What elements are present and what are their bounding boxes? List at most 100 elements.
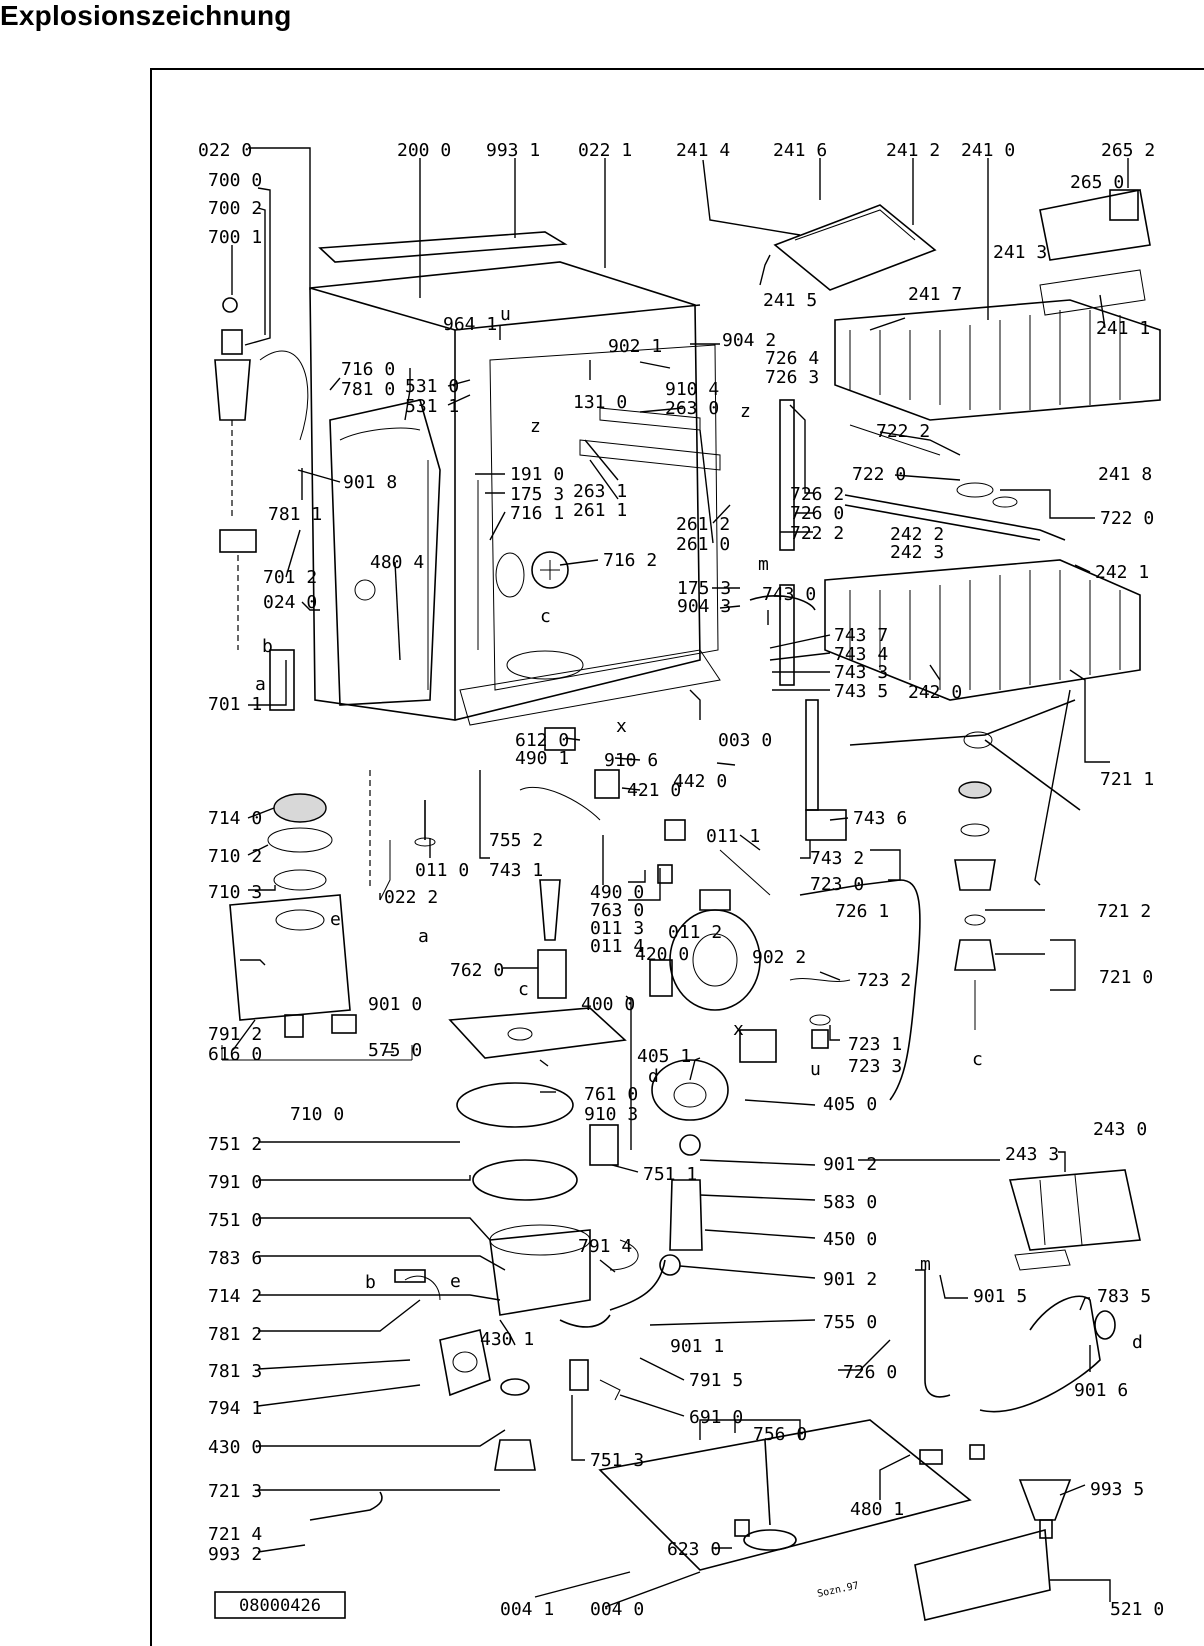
part-label-964-1: 964 1 bbox=[443, 314, 497, 335]
part-label-721-2: 721 2 bbox=[1097, 901, 1151, 922]
connector-letter-m: m bbox=[758, 554, 769, 575]
control-panel bbox=[914, 1528, 1051, 1621]
part-label-022-1: 022 1 bbox=[578, 140, 632, 161]
part-label-723-1: 723 1 bbox=[848, 1034, 902, 1055]
part-label-241-8: 241 8 bbox=[1098, 464, 1152, 485]
part-label-261-1: 261 1 bbox=[573, 500, 627, 521]
part-label-405-1: 405 1 bbox=[637, 1046, 691, 1067]
cabinet-floor bbox=[459, 649, 721, 726]
part-label-722-0: 722 0 bbox=[1100, 508, 1154, 529]
part-label-700-0: 700 0 bbox=[208, 170, 262, 191]
part-label-242-3: 242 3 bbox=[890, 542, 944, 563]
filling-funnel bbox=[1018, 1479, 1072, 1521]
side-panel bbox=[329, 399, 441, 706]
part-label-430-1: 430 1 bbox=[480, 1329, 534, 1350]
part-label-791-0: 791 0 bbox=[208, 1172, 262, 1193]
connector-letter-a: a bbox=[255, 674, 266, 695]
part-label-261-0: 261 0 bbox=[676, 534, 730, 555]
drawing-number: 08000426 bbox=[239, 1596, 321, 1616]
part-label-993-5: 993 5 bbox=[1090, 1479, 1144, 1500]
part-label-531-0: 531 0 bbox=[405, 376, 459, 397]
drain-hose bbox=[915, 1269, 951, 1398]
part-label-751-0: 751 0 bbox=[208, 1210, 262, 1231]
part-label-901-2-lower: 901 2 bbox=[823, 1269, 877, 1290]
part-label-751-3: 751 3 bbox=[590, 1450, 644, 1471]
part-label-910-3: 910 3 bbox=[584, 1104, 638, 1125]
connector-letter-d: d bbox=[648, 1066, 659, 1087]
part-label-612-0: 612 0 bbox=[515, 730, 569, 751]
part-label-783-6: 783 6 bbox=[208, 1248, 262, 1269]
part-label-716-2: 716 2 bbox=[603, 550, 657, 571]
drawing-number-box bbox=[214, 1591, 346, 1619]
part-label-710-0: 710 0 bbox=[290, 1104, 344, 1125]
part-label-623-0: 623 0 bbox=[667, 1539, 721, 1560]
part-label-901-6: 901 6 bbox=[1074, 1380, 1128, 1401]
drain-hose-short bbox=[559, 1314, 611, 1328]
part-label-722-0-arm: 722 0 bbox=[852, 464, 906, 485]
door-rail bbox=[779, 584, 795, 686]
part-label-405-0: 405 0 bbox=[823, 1094, 877, 1115]
pressure-switch bbox=[664, 819, 686, 841]
part-label-721-1: 721 1 bbox=[1100, 769, 1154, 790]
connector-letter-b: b bbox=[262, 636, 273, 657]
part-label-993-2: 993 2 bbox=[208, 1544, 262, 1565]
drain-pump bbox=[439, 1329, 491, 1397]
part-label-743-3: 743 3 bbox=[834, 662, 888, 683]
part-label-263-0: 263 0 bbox=[665, 398, 719, 419]
connector-letter-b: b bbox=[365, 1272, 376, 1293]
part-label-480-1: 480 1 bbox=[850, 1499, 904, 1520]
connector-letter-u: u bbox=[500, 304, 511, 325]
part-label-751-2: 751 2 bbox=[208, 1134, 262, 1155]
part-label-241-1: 241 1 bbox=[1096, 318, 1150, 339]
connection-letters: b a a b c c c d d e e m m u u x x z z bbox=[255, 304, 1143, 1353]
heating-relay bbox=[594, 769, 620, 799]
part-label-175-3-upper: 175 3 bbox=[510, 484, 564, 505]
connector-letter-c: c bbox=[518, 979, 529, 1000]
part-label-575-0: 575 0 bbox=[368, 1040, 422, 1061]
connector-plug bbox=[919, 1449, 943, 1465]
part-label-242-1: 242 1 bbox=[1095, 562, 1149, 583]
circulation-hose bbox=[609, 1259, 666, 1311]
hose-clamp-upper bbox=[679, 1134, 701, 1156]
part-label-700-2: 700 2 bbox=[208, 198, 262, 219]
spray-arm-nozzle bbox=[954, 939, 996, 971]
spray-arm-pipe bbox=[849, 424, 941, 456]
parts-artwork bbox=[214, 189, 1161, 1621]
part-label-022-2: 022 2 bbox=[384, 887, 438, 908]
part-label-716-0: 716 0 bbox=[341, 359, 395, 380]
part-label-241-7: 241 7 bbox=[908, 284, 962, 305]
part-label-450-0: 450 0 bbox=[823, 1229, 877, 1250]
part-label-241-4: 241 4 bbox=[676, 140, 730, 161]
part-label-726-0-lower: 726 0 bbox=[843, 1362, 897, 1383]
outlet-elbow bbox=[404, 1275, 441, 1301]
part-label-490-1: 490 1 bbox=[515, 748, 569, 769]
connector-letter-u: u bbox=[810, 1059, 821, 1080]
part-label-200-0: 200 0 bbox=[397, 140, 451, 161]
side-panel-detail bbox=[339, 427, 421, 441]
part-label-400-0: 400 0 bbox=[581, 994, 635, 1015]
wrench bbox=[309, 1491, 383, 1521]
spray-cap bbox=[531, 551, 569, 589]
part-label-910-6: 910 6 bbox=[604, 750, 658, 771]
part-label-263-1: 263 1 bbox=[573, 481, 627, 502]
hose-nut bbox=[221, 329, 243, 355]
drawing-frame bbox=[150, 68, 1204, 1646]
part-label-011-1: 011 1 bbox=[706, 826, 760, 847]
hose-clamp bbox=[219, 529, 257, 553]
part-label-583-0: 583 0 bbox=[823, 1192, 877, 1213]
part-label-243-0: 243 0 bbox=[1093, 1119, 1147, 1140]
hose-clamp-lower bbox=[659, 1254, 681, 1276]
part-label-442-0: 442 0 bbox=[673, 771, 727, 792]
part-label-261-2: 261 2 bbox=[676, 514, 730, 535]
connector-letter-e: e bbox=[450, 1271, 461, 1292]
hose-cap bbox=[222, 297, 238, 313]
part-label-743-5: 743 5 bbox=[834, 681, 888, 702]
part-label-723-0: 723 0 bbox=[810, 874, 864, 895]
part-label-791-4: 791 4 bbox=[578, 1236, 632, 1257]
hose-connector-small bbox=[811, 1029, 829, 1049]
part-label-755-0: 755 0 bbox=[823, 1312, 877, 1333]
part-label-241-6: 241 6 bbox=[773, 140, 827, 161]
sump-seal bbox=[456, 1082, 574, 1128]
part-label-004-0: 004 0 bbox=[590, 1599, 644, 1620]
part-label-716-1: 716 1 bbox=[510, 503, 564, 524]
